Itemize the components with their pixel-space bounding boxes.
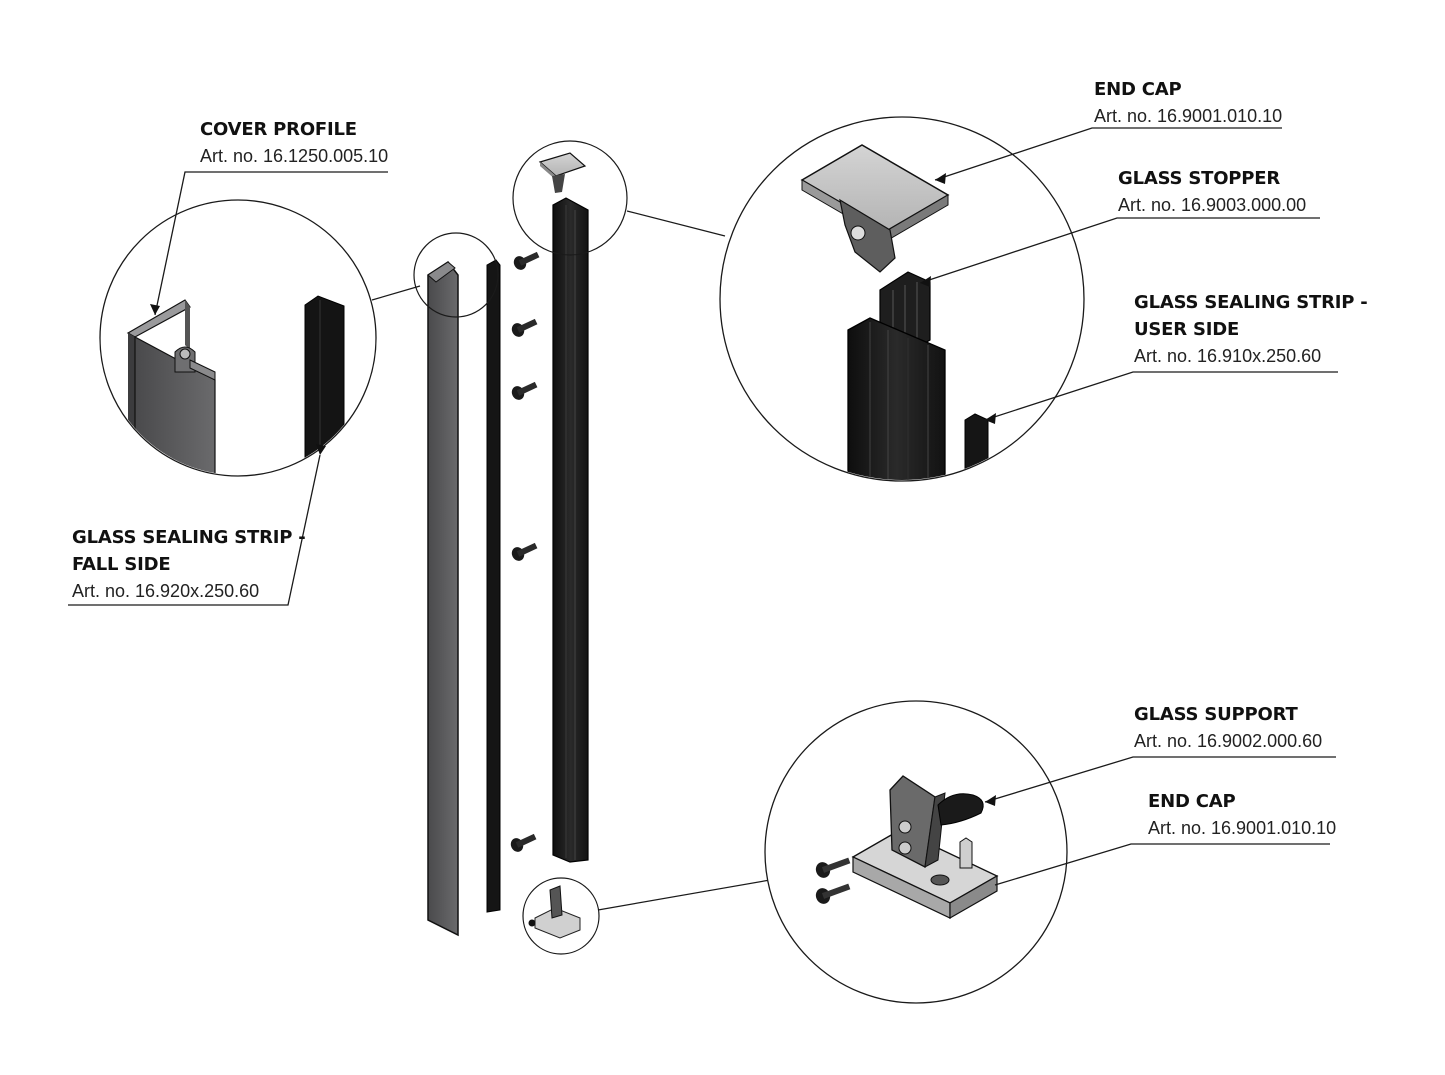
sealing-fall-art-no: Art. no. 16.920x.250.60	[72, 581, 260, 601]
glass-support-small-part	[528, 885, 581, 939]
label-glass-support: GLASS SUPPORT Art. no. 16.9002.000.60	[1134, 701, 1322, 755]
label-glass-stopper: GLASS STOPPER Art. no. 16.9003.000.00	[1118, 165, 1306, 219]
sealing-user-name-line1: GLASS SEALING STRIP -	[1134, 292, 1368, 313]
glass-sealing-strip-fall-side-part	[486, 259, 501, 913]
cover-profile-part	[427, 260, 459, 937]
glass-support-name: GLASS SUPPORT	[1134, 704, 1298, 725]
glass-support-art-no: Art. no. 16.9002.000.60	[1134, 731, 1323, 751]
glass-stopper-name: GLASS STOPPER	[1118, 168, 1281, 189]
sealing-user-name-line2: USER SIDE	[1134, 319, 1240, 340]
end-cap-top-small-part	[538, 152, 587, 193]
cover-profile-art-no: Art. no. 16.1250.005.10	[200, 146, 389, 166]
screws-part	[510, 251, 540, 852]
detail-circle-bottom-right	[764, 700, 1068, 1004]
sealing-fall-name-line2: FALL SIDE	[72, 554, 171, 575]
connector-top-right	[626, 210, 726, 237]
end-cap-top-name: END CAP	[1094, 79, 1182, 100]
cover-profile-name: COVER PROFILE	[200, 119, 357, 140]
end-cap-top-art-no: Art. no. 16.9001.010.10	[1094, 106, 1283, 126]
glass-stopper-art-no: Art. no. 16.9003.000.00	[1118, 195, 1307, 215]
label-cover-profile: COVER PROFILE Art. no. 16.1250.005.10	[200, 116, 388, 170]
connector-bottom-right	[597, 879, 771, 911]
sealing-fall-name-line1: GLASS SEALING STRIP -	[72, 527, 306, 548]
end-cap-bottom-name: END CAP	[1148, 791, 1236, 812]
leader-lines	[68, 127, 1338, 886]
label-sealing-strip-fall-side: GLASS SEALING STRIP - FALL SIDE Art. no.…	[72, 524, 306, 605]
main-post-profile-part	[552, 197, 589, 863]
connector-left	[371, 285, 421, 301]
label-end-cap-bottom: END CAP Art. no. 16.9001.010.10	[1148, 788, 1336, 842]
label-sealing-strip-user-side: GLASS SEALING STRIP - USER SIDE Art. no.…	[1134, 289, 1368, 370]
magnifier-bottom-small	[522, 877, 600, 955]
magnifier-top-small	[512, 140, 628, 256]
magnifier-cover-profile-small	[413, 232, 499, 318]
detail-circle-left	[99, 199, 377, 477]
label-end-cap-top: END CAP Art. no. 16.9001.010.10	[1094, 76, 1282, 130]
detail-circle-top-right	[719, 116, 1085, 482]
leader-arrowheads	[150, 173, 996, 806]
end-cap-bottom-art-no: Art. no. 16.9001.010.10	[1148, 818, 1337, 838]
sealing-user-art-no: Art. no. 16.910x.250.60	[1134, 346, 1322, 366]
